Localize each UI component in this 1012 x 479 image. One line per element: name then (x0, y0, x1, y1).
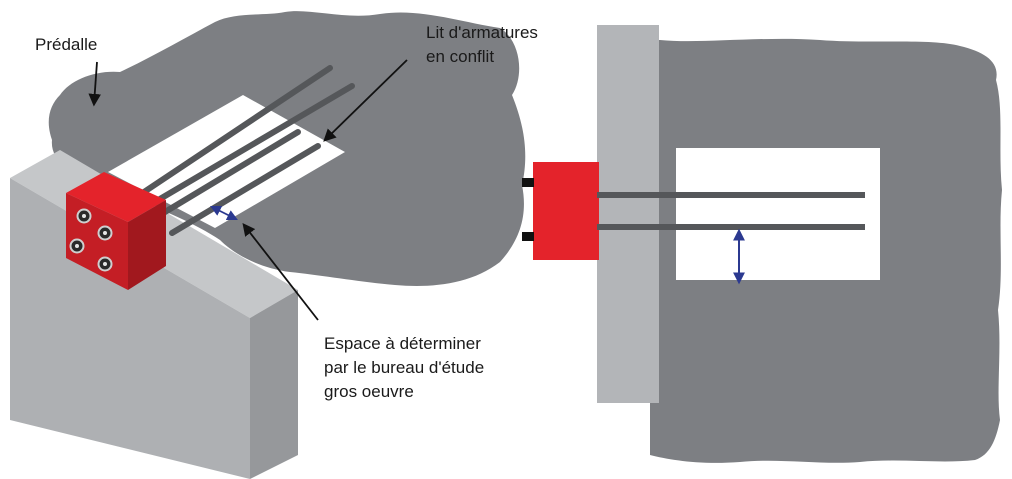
isometric-view: Prédalle Lit d'armatures en conflit Espa… (10, 11, 538, 479)
rebar (169, 143, 321, 236)
section-view (522, 25, 1002, 463)
section-rebar (597, 224, 865, 230)
bolt-icon (69, 238, 85, 254)
rebar-group (132, 65, 355, 236)
section-wall (597, 25, 659, 403)
section-tab (522, 178, 534, 187)
bolt-icon (76, 208, 92, 224)
bolt-icon (97, 256, 113, 272)
section-opening (676, 148, 880, 280)
section-red-box (533, 162, 599, 260)
wall-side (250, 290, 298, 479)
predalle-label: Prédalle (35, 35, 97, 54)
lit-label-line2: en conflit (426, 47, 494, 66)
predalle-callout-arrow (88, 61, 102, 107)
rebar (145, 83, 355, 209)
section-tab (522, 232, 534, 241)
spacing-dimension-arrow (210, 206, 238, 220)
section-rebar (597, 192, 865, 198)
rebar (157, 129, 301, 218)
bolt-group (69, 208, 113, 272)
lit-callout-arrow (323, 59, 408, 142)
espace-label-line3: gros oeuvre (324, 382, 414, 401)
bolt-icon (97, 225, 113, 241)
espace-label-line2: par le bureau d'étude (324, 358, 484, 377)
espace-label-line1: Espace à déterminer (324, 334, 481, 353)
rebar (132, 65, 333, 201)
espace-callout-arrow (242, 223, 319, 321)
lit-label-line1: Lit d'armatures (426, 23, 538, 42)
